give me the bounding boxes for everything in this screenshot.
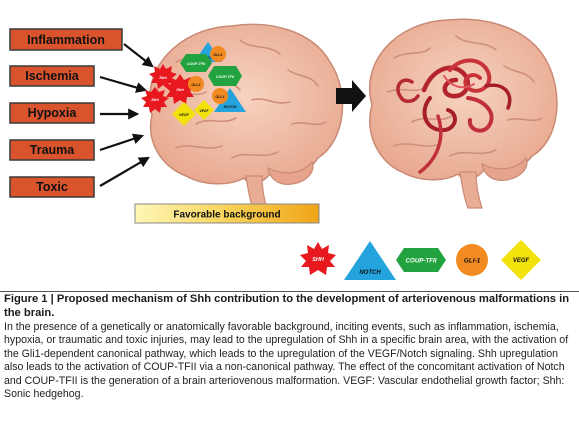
notch-triangle-icon (344, 241, 396, 280)
trigger-list: Inflammation Ischemia Hypoxia Trauma Tox… (9, 28, 123, 198)
brain-right (368, 18, 558, 209)
trigger-label: Hypoxia (28, 106, 78, 120)
gli-label: GLI-1 (213, 53, 222, 57)
legend-notch: NOTCH (344, 241, 396, 280)
vegf-label: VEGF (199, 109, 209, 113)
legend-vegf: VEGF (501, 240, 541, 280)
shh-label: Shh (159, 75, 167, 80)
shh-star-icon (300, 242, 336, 275)
legend-coup-label: COUP-TFII (406, 258, 437, 265)
gli-label: GLI-1 (191, 83, 200, 87)
legend-gli: GLI-1 (456, 244, 488, 276)
notch-label: NOTCH (224, 105, 237, 109)
legend-gli-label: GLI-1 (464, 258, 481, 265)
coup-hexagon-icon: COUP-TFII (180, 54, 212, 72)
trigger-label: Toxic (36, 180, 68, 194)
vegf-label: VEGF (179, 113, 190, 117)
arrow-ischemia (99, 75, 148, 93)
molecule-cluster: Shh Shh Shh NOTCH NOTCH COUP-TFII COUP-T… (141, 42, 246, 126)
legend-coup: COUP-TFII (396, 248, 446, 272)
notch-triangle-icon: NOTCH (214, 88, 246, 112)
coup-label: COUP-TFII (216, 75, 235, 79)
legend-notch-label: NOTCH (359, 270, 381, 276)
arrow-inflammation (123, 43, 154, 68)
trigger-label: Inflammation (27, 33, 105, 47)
trigger-ischemia: Ischemia (9, 65, 95, 87)
trigger-arrows (99, 43, 154, 187)
vegf-diamond-icon: VEGF (194, 100, 214, 120)
gli-circle-icon (456, 244, 488, 276)
trigger-hypoxia: Hypoxia (9, 102, 95, 124)
caption-title: Figure 1 | Proposed mechanism of Shh con… (4, 293, 570, 319)
coup-hexagon-icon: COUP-TFII (208, 66, 242, 86)
trigger-label: Ischemia (25, 69, 80, 83)
avm-vessel-tangle (396, 58, 512, 174)
legend: SHH NOTCH COUP-TFII GLI-1 VEGF (300, 240, 541, 280)
trigger-trauma: Trauma (9, 139, 95, 161)
gli-circle-icon: GLI-1 (188, 76, 204, 92)
transition-arrow-icon (336, 80, 366, 112)
gli-label: GLI-1 (215, 95, 224, 99)
arrow-trauma (99, 133, 145, 152)
shh-star-icon: Shh (149, 64, 177, 89)
shh-star-icon: Shh (164, 74, 196, 104)
gli-circle-icon: GLI-1 (212, 88, 228, 104)
arrow-toxic (99, 156, 150, 187)
vegf-diamond-icon: VEGF (172, 102, 196, 126)
caption-divider (0, 291, 579, 292)
legend-shh: SHH (300, 242, 336, 275)
diagram-figure: Inflammation Ischemia Hypoxia Trauma Tox… (9, 18, 558, 280)
trigger-inflammation: Inflammation (9, 28, 123, 51)
figure-caption: Figure 1 | Proposed mechanism of Shh con… (4, 293, 575, 401)
favorable-background-bar: Favorable background (134, 203, 320, 224)
coup-hexagon-icon (396, 248, 446, 272)
shh-label: Shh (151, 97, 159, 102)
caption-body: In the presence of a genetically or anat… (4, 321, 569, 401)
shh-star-icon: Shh (141, 87, 169, 113)
coup-label: COUP-TFII (187, 62, 206, 66)
trigger-toxic: Toxic (9, 176, 95, 198)
gli-circle-icon: GLI-1 (210, 46, 226, 62)
legend-vegf-label: VEGF (513, 258, 530, 264)
favorable-background-label: Favorable background (173, 210, 280, 221)
legend-shh-label: SHH (312, 257, 325, 263)
vegf-diamond-icon (501, 240, 541, 280)
trigger-label: Trauma (30, 143, 76, 157)
shh-label: Shh (176, 87, 184, 92)
